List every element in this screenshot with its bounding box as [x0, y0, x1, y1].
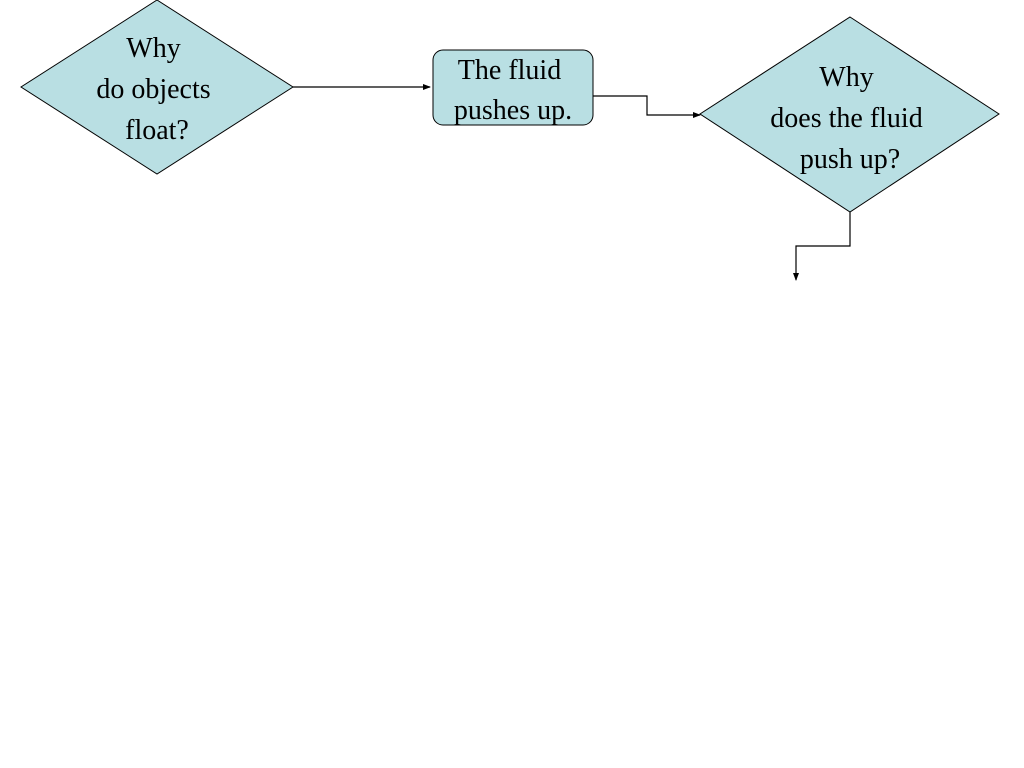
- decision-diamond-shape: [20, 0, 294, 175]
- node-a1-line-1: The fluid: [458, 55, 561, 86]
- node-q1-label: Why do objects float?: [96, 33, 217, 146]
- node-q1-line-3: float?: [125, 115, 189, 146]
- node-q2-line-2: does the fluid: [770, 103, 922, 134]
- node-a1-label: The fluid pushes up.: [454, 55, 572, 126]
- node-a1-line-2: pushes up.: [454, 95, 572, 126]
- process-node-fluid-pushes-up: The fluid pushes up.: [432, 49, 594, 126]
- edge-a1-to-q2: [593, 95, 701, 118]
- decision-node-why-objects-float: Why do objects float?: [20, 0, 294, 175]
- process-rect-shape: [432, 49, 594, 126]
- node-q2-label: Why does the fluid push up?: [770, 62, 929, 175]
- node-q2-line-3: push up?: [800, 144, 900, 175]
- decision-node-why-fluid-push-up: Why does the fluid push up?: [699, 16, 1000, 213]
- node-q2-line-1: Why: [819, 62, 873, 93]
- node-q1-line-1: Why: [126, 33, 180, 64]
- decision-diamond-shape: [699, 16, 1000, 213]
- node-q1-line-2: do objects: [96, 74, 210, 105]
- edge-q2-down-arrow: [793, 212, 851, 281]
